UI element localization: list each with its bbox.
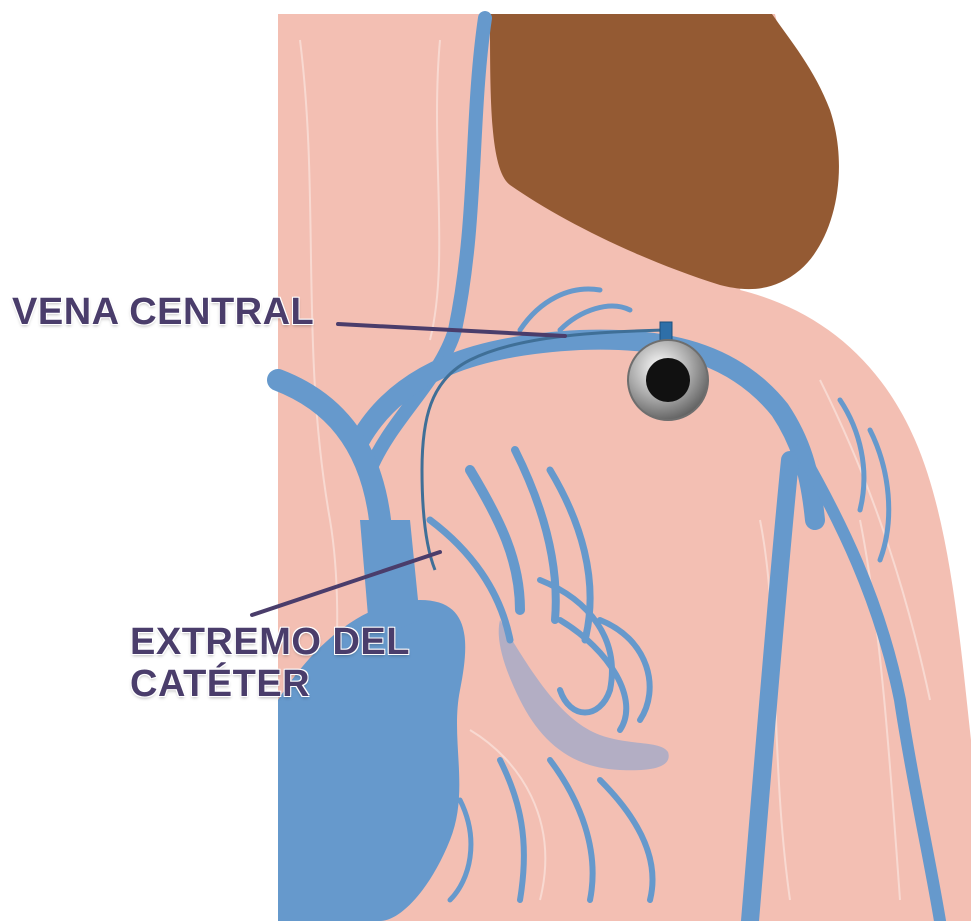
catheter-tip-label-line2: CATÉTER bbox=[130, 664, 410, 706]
catheter-tip-label: EXTREMO DEL CATÉTER bbox=[130, 622, 410, 706]
central-vein-label: VENA CENTRAL bbox=[12, 292, 314, 334]
catheter-tip-label-line1: EXTREMO DEL bbox=[130, 622, 410, 664]
